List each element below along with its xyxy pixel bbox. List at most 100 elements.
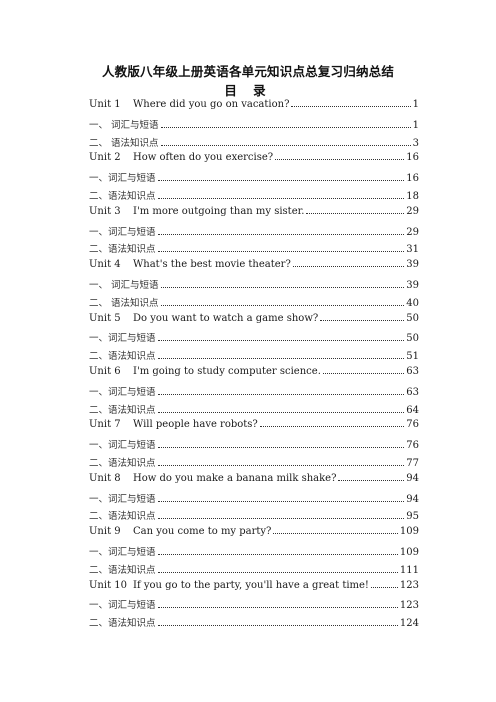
toc-page-number: 63 bbox=[406, 365, 419, 377]
toc-page-number: 50 bbox=[406, 312, 419, 324]
toc-entry-label: If you go to the party, you'll have a gr… bbox=[133, 579, 369, 591]
toc-entry-label: 一、词汇与短语 bbox=[89, 386, 156, 398]
toc-page-number: 16 bbox=[406, 152, 419, 164]
toc-page-number: 124 bbox=[399, 618, 419, 630]
toc-page-number: 1 bbox=[412, 119, 419, 131]
toc-page-number: 111 bbox=[399, 564, 419, 576]
toc-page-number: 50 bbox=[406, 333, 419, 345]
dot-leader bbox=[292, 266, 405, 268]
toc-entry-label: 二、 语法知识点 bbox=[89, 297, 159, 309]
toc-entry-label: What's the best movie theater? bbox=[133, 259, 291, 271]
toc-unit-number: Unit 5 bbox=[89, 312, 121, 324]
toc-page-number: 76 bbox=[406, 419, 419, 431]
toc-sub-entry[interactable]: 二、 语法知识点 40 bbox=[89, 295, 419, 313]
dot-leader bbox=[306, 212, 405, 214]
document-title: 人教版八年级上册英语各单元知识点总复习归纳总结 bbox=[101, 64, 395, 79]
toc-unit-entry[interactable]: Unit 10 If you go to the party, you'll ha… bbox=[89, 580, 419, 598]
toc-page-number: 18 bbox=[406, 190, 419, 202]
toc-sub-entry[interactable]: 一、 词汇与短语 1 bbox=[89, 117, 419, 135]
toc-sub-entry[interactable]: 一、词汇与短语 76 bbox=[89, 437, 419, 455]
dot-leader bbox=[160, 304, 405, 306]
toc-page-number: 109 bbox=[399, 546, 419, 558]
toc-sub-entry[interactable]: 二、语法知识点 31 bbox=[89, 241, 419, 259]
toc-entry-label: How do you make a banana milk shake? bbox=[133, 472, 337, 484]
toc-page-number: 94 bbox=[406, 472, 419, 484]
dot-leader bbox=[157, 180, 405, 182]
dot-leader bbox=[320, 319, 405, 321]
toc-unit-number: Unit 10 bbox=[89, 579, 127, 591]
dot-leader bbox=[157, 518, 405, 520]
toc-entry-label: I'm more outgoing than my sister. bbox=[133, 205, 305, 217]
toc-unit-number: Unit 9 bbox=[89, 526, 121, 538]
dot-leader bbox=[157, 447, 405, 449]
dot-leader bbox=[157, 411, 405, 413]
toc-unit-number: Unit 8 bbox=[89, 472, 121, 484]
dot-leader bbox=[157, 251, 405, 253]
toc-sub-entry[interactable]: 一、词汇与短语 16 bbox=[89, 170, 419, 188]
dot-leader bbox=[157, 197, 405, 199]
toc-entry-label: 二、语法知识点 bbox=[89, 618, 156, 630]
toc-entry-label: Can you come to my party? bbox=[133, 526, 272, 538]
dot-leader bbox=[160, 144, 411, 146]
dot-leader bbox=[157, 358, 405, 360]
toc-sub-entry[interactable]: 一、词汇与短语 63 bbox=[89, 384, 419, 402]
toc-heading: 目 录 bbox=[224, 83, 272, 98]
toc-page-number: 51 bbox=[406, 351, 419, 363]
toc-page-number: 123 bbox=[399, 600, 419, 612]
toc-page-number: 40 bbox=[406, 297, 419, 309]
toc-page-number: 29 bbox=[406, 226, 419, 238]
toc-entry-label: 一、词汇与短语 bbox=[89, 173, 156, 185]
toc-entry-label: 二、语法知识点 bbox=[89, 244, 156, 256]
toc-entry-label: 一、 词汇与短语 bbox=[89, 119, 159, 131]
toc-page-number: 16 bbox=[406, 173, 419, 185]
toc-page-number: 95 bbox=[406, 511, 419, 523]
toc-entry-label: 一、词汇与短语 bbox=[89, 440, 156, 452]
toc-entry-label: I'm going to study computer science. bbox=[133, 365, 321, 377]
dot-leader bbox=[157, 500, 405, 502]
dot-leader bbox=[157, 625, 398, 627]
toc-page-number: 63 bbox=[406, 386, 419, 398]
toc-unit-entry[interactable]: Unit 8 How do you make a banana milk shak… bbox=[89, 473, 419, 491]
toc-page-number: 29 bbox=[406, 205, 419, 217]
toc-page-number: 76 bbox=[406, 440, 419, 452]
dot-leader bbox=[157, 340, 405, 342]
dot-leader bbox=[273, 533, 398, 535]
toc-page-number: 1 bbox=[412, 99, 419, 110]
toc-sub-entry[interactable]: 二、语法知识点 18 bbox=[89, 188, 419, 206]
toc-page-number: 64 bbox=[406, 404, 419, 416]
dot-leader bbox=[370, 586, 398, 588]
toc-entry-label: 二、语法知识点 bbox=[89, 190, 156, 202]
dot-leader bbox=[275, 159, 405, 161]
toc-page-number: 39 bbox=[406, 259, 419, 271]
toc-sub-entry[interactable]: 二、语法知识点 124 bbox=[89, 615, 419, 633]
toc-page-number: 31 bbox=[406, 244, 419, 256]
dot-leader bbox=[259, 426, 405, 428]
toc-page-number: 123 bbox=[399, 579, 419, 591]
dot-leader bbox=[160, 126, 411, 128]
dot-leader bbox=[157, 464, 405, 466]
toc-page-number: 39 bbox=[406, 279, 419, 291]
toc-page-number: 3 bbox=[412, 137, 419, 149]
toc-unit-number: Unit 2 bbox=[89, 152, 121, 164]
